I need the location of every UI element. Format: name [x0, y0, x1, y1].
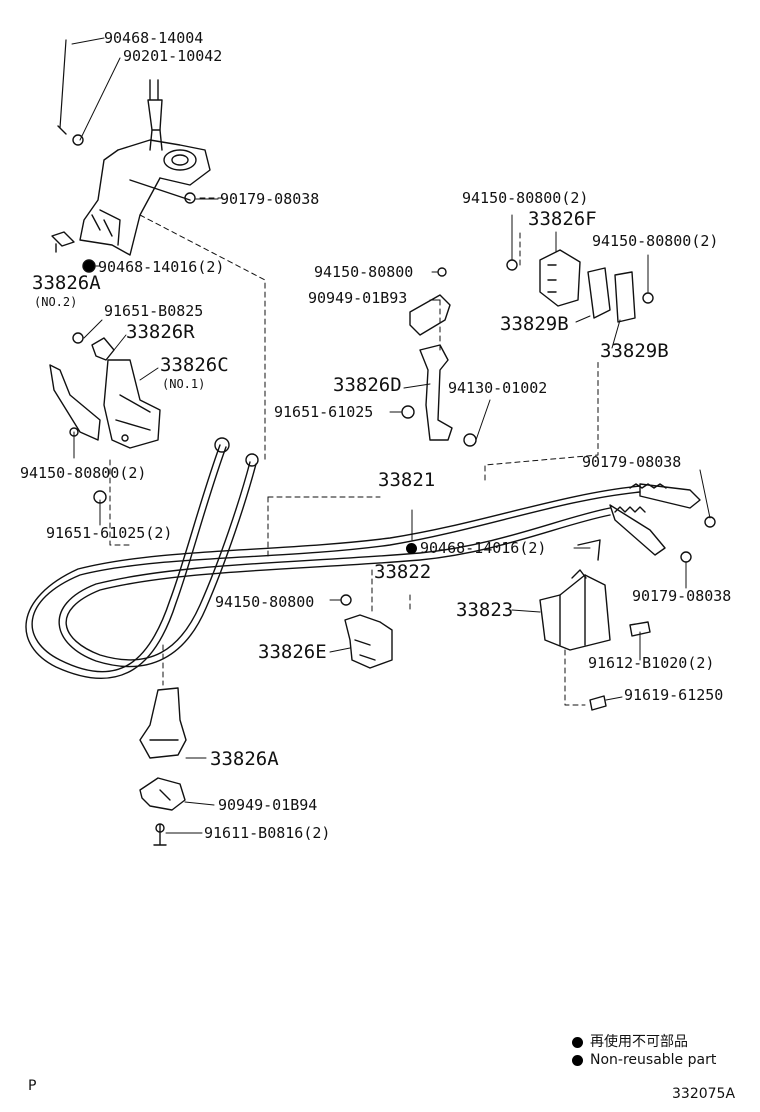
label-94150-80800-2c: 94150-80800(2)	[592, 232, 719, 250]
bracket-33823	[539, 539, 651, 711]
label-no1: (NO.1)	[162, 377, 206, 391]
nonreusable-dot-icon	[572, 1054, 583, 1066]
label-90468-14004: 90468-14004	[104, 29, 204, 47]
label-91612-b1020: 91612-B1020(2)	[588, 654, 715, 672]
label-91611-b0816: 91611-B0816(2)	[204, 824, 331, 842]
label-90179-08038-b: 90179-08038	[582, 453, 682, 471]
legend-japanese-text: 再使用不可部品	[590, 1034, 688, 1050]
label-91651-61025: 91651-61025	[274, 403, 374, 421]
legend: 再使用不可部品 Non-reusable part	[572, 1033, 716, 1069]
label-94150-80800-2: 94150-80800(2)	[20, 464, 147, 482]
small-bracket-33826a	[51, 231, 75, 253]
label-91619-61250: 91619-61250	[624, 686, 724, 704]
label-90201-10042: 90201-10042	[123, 47, 223, 65]
clip-33826d	[401, 267, 477, 447]
label-33829b-a: 33829B	[500, 313, 569, 335]
label-33823: 33823	[456, 599, 514, 621]
label-90468-14016-b: 90468-14016(2)	[406, 540, 546, 556]
label-90949-01b94: 90949-01B94	[218, 796, 318, 814]
label-94150-80800-b: 94150-80800	[215, 593, 315, 611]
nonreusable-dot-1	[82, 259, 96, 273]
nonreusable-dot-icon	[572, 1036, 583, 1048]
label-91651-b0825: 91651-B0825	[104, 302, 204, 320]
label-33826r: 33826R	[126, 321, 195, 343]
label-33822: 33822	[374, 561, 432, 583]
label-33826a-bottom: 33826A	[210, 748, 279, 770]
lower-bracket-33826a	[139, 687, 187, 846]
label-33826c: 33826C	[160, 354, 229, 376]
label-94130-01002: 94130-01002	[448, 379, 548, 397]
legend-row-english: Non-reusable part	[572, 1051, 716, 1069]
label-33826d: 33826D	[333, 374, 402, 396]
label-90468-14016: 90468-14016(2)	[98, 258, 225, 276]
label-33826e: 33826E	[258, 641, 327, 663]
label-no2: (NO.2)	[34, 295, 78, 309]
page-marker: P	[28, 1078, 37, 1094]
shift-lever-assembly	[57, 39, 211, 256]
label-90179-08038: 90179-08038	[220, 190, 320, 208]
label-94150-80800-2b: 94150-80800(2)	[462, 189, 589, 207]
label-33821: 33821	[378, 469, 436, 491]
label-90179-08038-c: 90179-08038	[632, 587, 732, 605]
legend-english-text: Non-reusable part	[590, 1052, 717, 1068]
label-94150-80800: 94150-80800	[314, 263, 414, 281]
label-33826a: 33826A	[32, 272, 101, 294]
figure-code: 332075A	[672, 1086, 736, 1102]
label-33829b-b: 33829B	[600, 340, 669, 362]
label-91651-61025-2: 91651-61025(2)	[46, 524, 173, 542]
bracket-33826e	[340, 594, 393, 669]
label-90949-01b93: 90949-01B93	[308, 289, 408, 307]
clamp-33826f-33829b	[506, 249, 654, 323]
leader-lines	[71, 37, 711, 834]
legend-row-japanese: 再使用不可部品	[572, 1033, 716, 1051]
dashed-leaders	[109, 197, 599, 706]
label-33826f: 33826F	[528, 208, 597, 230]
